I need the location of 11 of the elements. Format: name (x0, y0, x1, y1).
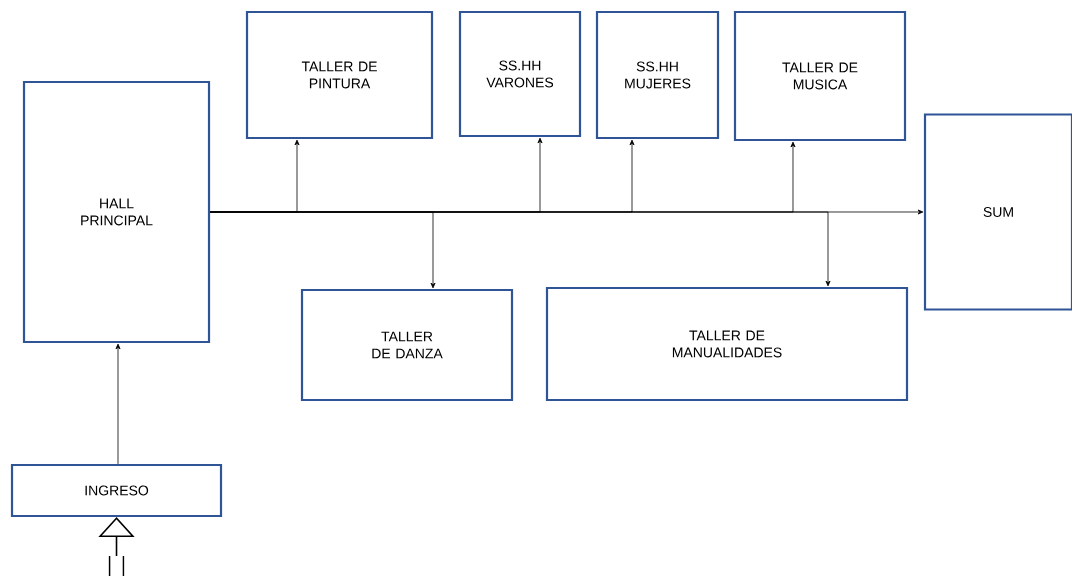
room-box: SUM (923, 113, 1072, 311)
room-box: TALLER DE MANUALIDADES (545, 286, 909, 402)
room-box: TALLER DE MUSICA (733, 10, 907, 142)
room-box: SS.HH VARONES (458, 10, 582, 138)
arrow (115, 343, 121, 465)
room-box: INGRESO (10, 463, 223, 518)
room-box: TALLER DE PINTURA (245, 10, 434, 140)
room-box: TALLER DE DANZA (300, 288, 514, 402)
arrow (209, 211, 831, 287)
room-box: HALL PRINCIPAL (22, 80, 211, 344)
room-box: SS.HH MUJERES (595, 10, 720, 140)
